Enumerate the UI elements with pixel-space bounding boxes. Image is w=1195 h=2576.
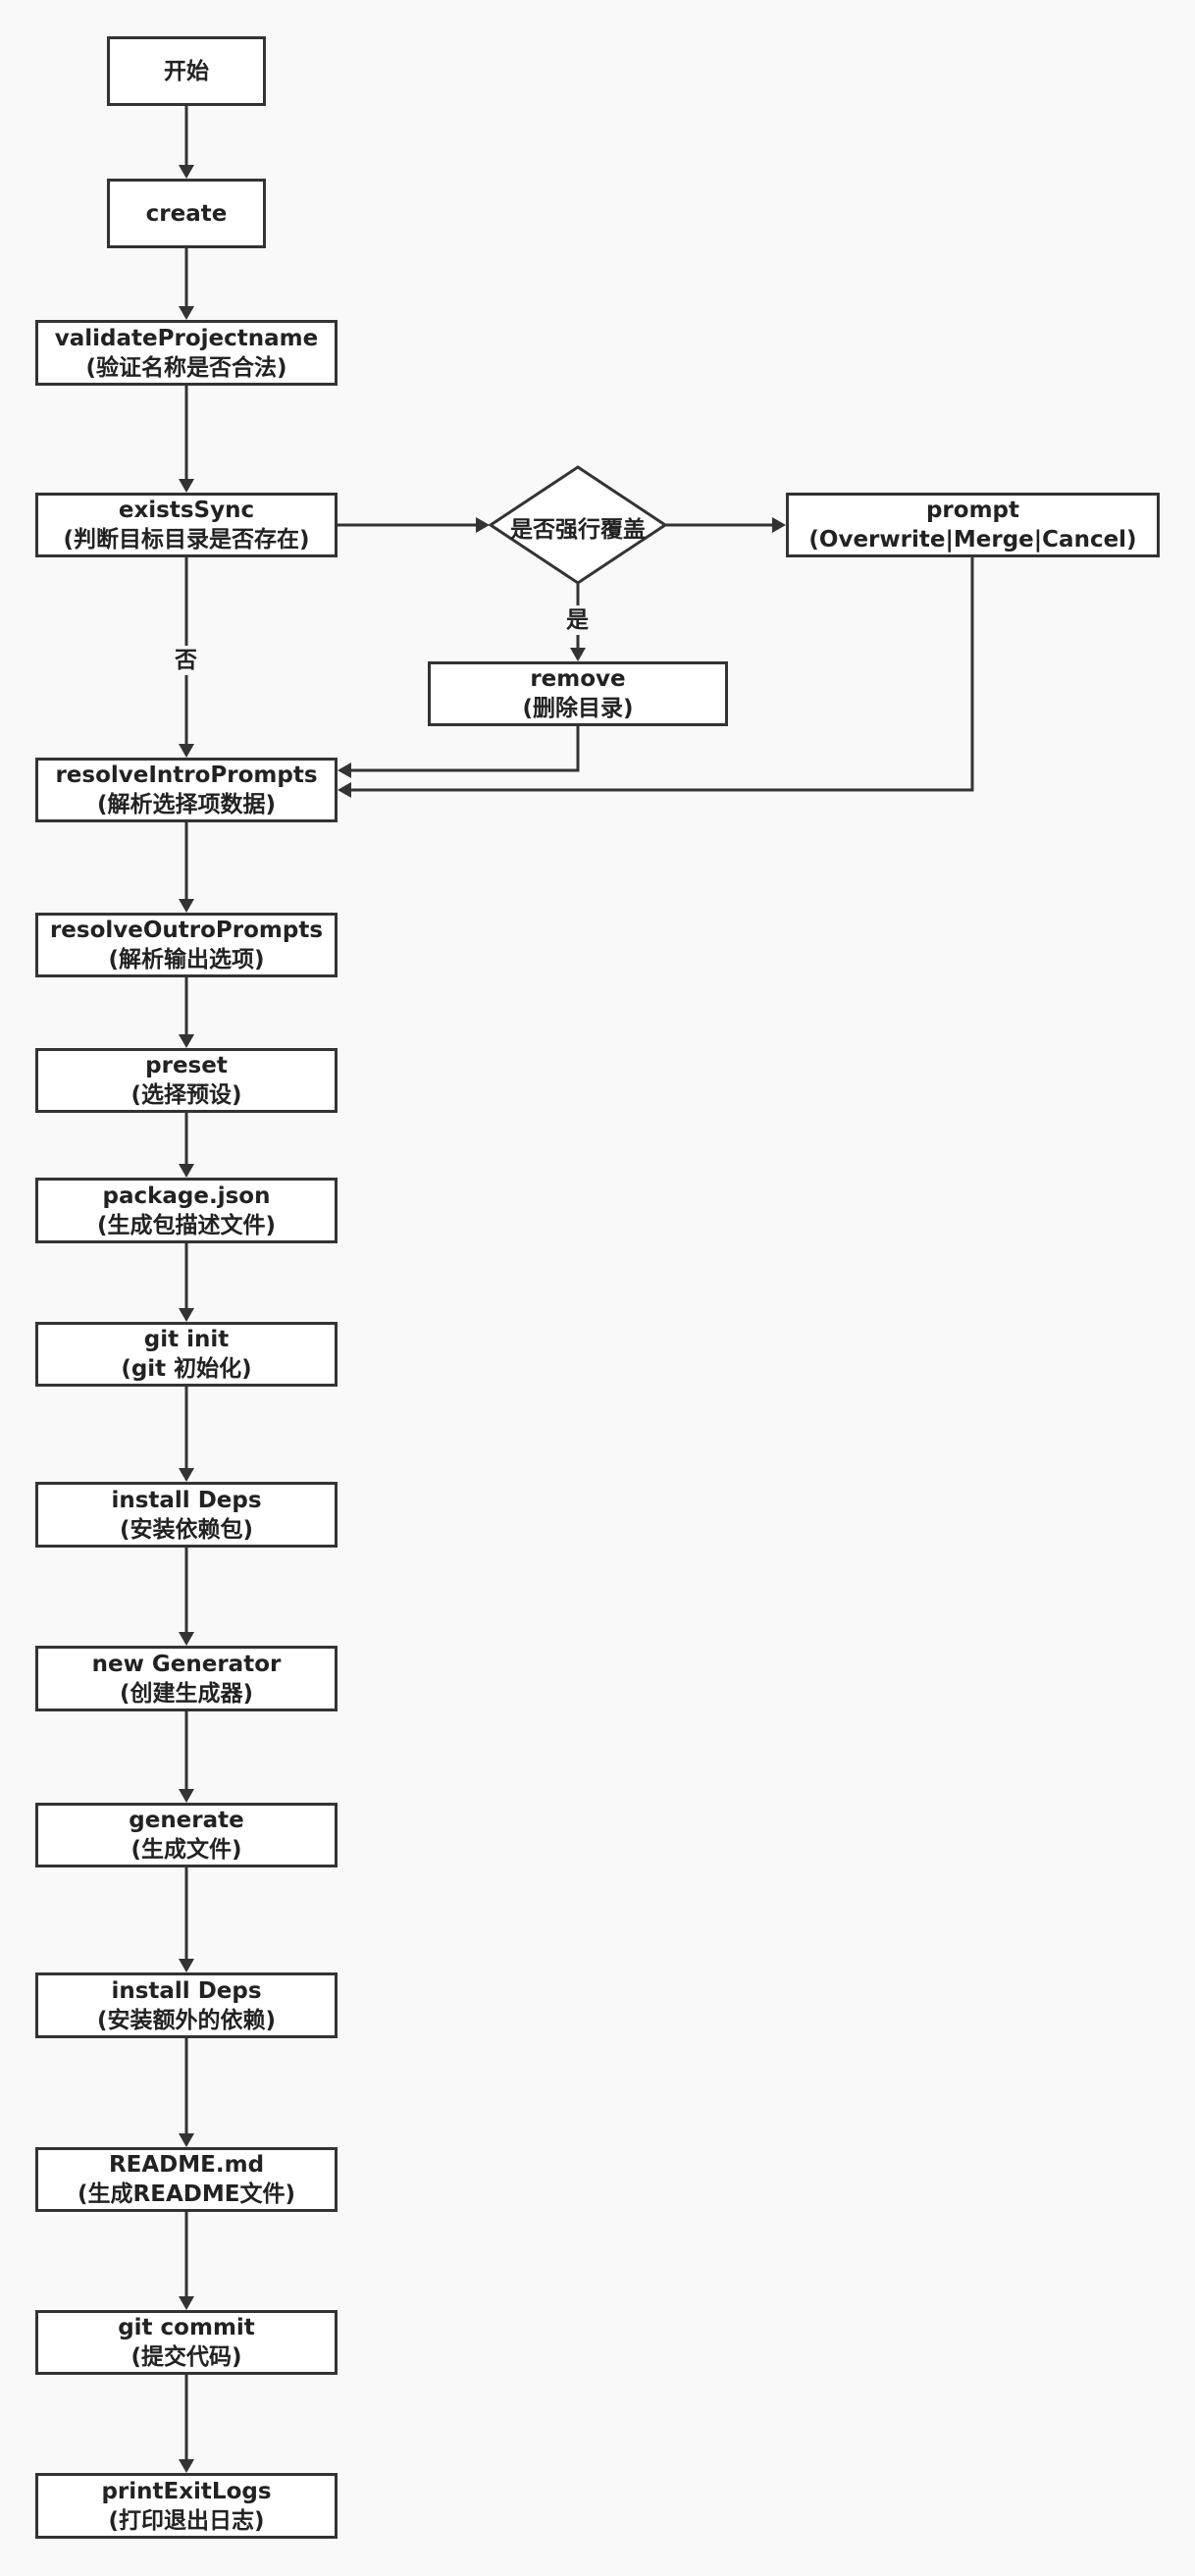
arrowhead [179, 1308, 194, 1322]
node-prompt: prompt (Overwrite|Merge|Cancel) [786, 493, 1160, 557]
node-print-exit-logs-title: printExitLogs [101, 2478, 272, 2504]
node-git-init-title: git init [143, 1327, 230, 1352]
node-git-init-subtitle: (git 初始化) [121, 1356, 252, 1382]
arrowhead [179, 1632, 194, 1646]
node-new-generator-title: new Generator [91, 1651, 282, 1677]
node-start: 开始 [107, 36, 266, 106]
edge-prompt-intro [347, 557, 974, 792]
node-install-extra-deps: install Deps (安装额外的依赖) [35, 1972, 338, 2038]
node-install-deps-title: install Deps [111, 1487, 262, 1513]
arrowhead [179, 744, 194, 758]
node-generate: generate (生成文件) [35, 1803, 338, 1867]
node-readme: README.md (生成README文件) [35, 2147, 338, 2212]
node-install-extra-deps-title: install Deps [111, 1977, 262, 2004]
node-validate-projectname: validateProjectname (验证名称是否合法) [35, 320, 338, 386]
arrowhead [179, 1789, 194, 1803]
arrowhead [179, 1034, 194, 1048]
node-remove-title: remove [530, 666, 626, 692]
decision-force-overwrite-label: 是否强行覆盖 [510, 517, 646, 543]
node-create: create [107, 179, 266, 248]
node-git-commit: git commit (提交代码) [35, 2310, 338, 2375]
node-resolve-intro-prompts: resolveIntroPrompts (解析选择项数据) [35, 758, 338, 822]
arrowhead [179, 2459, 194, 2473]
node-readme-title: README.md [108, 2152, 265, 2178]
node-generate-title: generate [129, 1808, 244, 1833]
node-resolve-outro-prompts: resolveOutroPrompts (解析输出选项) [35, 913, 338, 977]
node-new-generator: new Generator (创建生成器) [35, 1646, 338, 1711]
node-install-extra-deps-subtitle: (安装额外的依赖) [96, 2007, 277, 2033]
node-new-generator-subtitle: (创建生成器) [119, 1680, 254, 1707]
node-validate-subtitle: (验证名称是否合法) [85, 354, 287, 381]
arrowhead [179, 1959, 194, 1972]
arrowhead [179, 306, 194, 320]
node-git-init: git init (git 初始化) [35, 1322, 338, 1387]
arrowhead [570, 648, 586, 661]
arrowhead [179, 2296, 194, 2310]
arrowhead [338, 782, 351, 798]
node-remove-subtitle: (删除目录) [522, 696, 634, 721]
arrowhead [179, 165, 194, 179]
node-validate-title: validateProjectname [54, 325, 319, 351]
node-git-commit-title: git commit [118, 2315, 255, 2340]
edge-label-no: 否 [171, 646, 201, 675]
node-start-label: 开始 [164, 58, 209, 84]
node-exists-sync: existsSync (判断目标目录是否存在) [35, 493, 338, 557]
node-remove: remove (删除目录) [428, 661, 728, 726]
node-prompt-subtitle: (Overwrite|Merge|Cancel) [808, 527, 1137, 552]
node-preset: preset (选择预设) [35, 1048, 338, 1113]
node-resolve-intro-subtitle: (解析选择项数据) [96, 792, 277, 817]
node-readme-subtitle: (生成README文件) [78, 2182, 295, 2207]
decision-diamond [488, 465, 668, 585]
node-exists-sync-title: existsSync [118, 498, 255, 523]
arrowhead [179, 1164, 194, 1178]
node-resolve-outro-title: resolveOutroPrompts [49, 918, 324, 943]
node-exists-sync-subtitle: (判断目标目录是否存在) [63, 527, 310, 552]
edge-label-yes: 是 [562, 605, 593, 635]
node-package-json-title: package.json [102, 1183, 271, 1209]
node-resolve-outro-subtitle: (解析输出选项) [108, 947, 265, 973]
arrowhead [772, 517, 786, 533]
node-resolve-intro-title: resolveIntroPrompts [55, 762, 318, 788]
node-install-deps: install Deps (安装依赖包) [35, 1482, 338, 1548]
node-prompt-title: prompt [925, 498, 1020, 523]
arrowhead [179, 2133, 194, 2147]
node-git-commit-subtitle: (提交代码) [130, 2344, 242, 2370]
arrowhead [338, 762, 351, 778]
node-preset-title: preset [145, 1053, 228, 1078]
node-preset-subtitle: (选择预设) [130, 1082, 242, 1108]
arrowhead [179, 899, 194, 913]
node-generate-subtitle: (生成文件) [130, 1837, 242, 1863]
node-package-json-subtitle: (生成包描述文件) [96, 1212, 277, 1238]
arrowhead [179, 1468, 194, 1482]
edge-remove-intro [347, 726, 580, 772]
node-install-deps-subtitle: (安装依赖包) [119, 1516, 254, 1543]
node-create-label: create [145, 200, 228, 227]
arrowhead [476, 517, 490, 533]
node-print-exit-logs: printExitLogs (打印退出日志) [35, 2473, 338, 2539]
node-package-json: package.json (生成包描述文件) [35, 1178, 338, 1243]
arrowhead [179, 479, 194, 493]
node-print-exit-logs-subtitle: (打印退出日志) [108, 2507, 265, 2534]
